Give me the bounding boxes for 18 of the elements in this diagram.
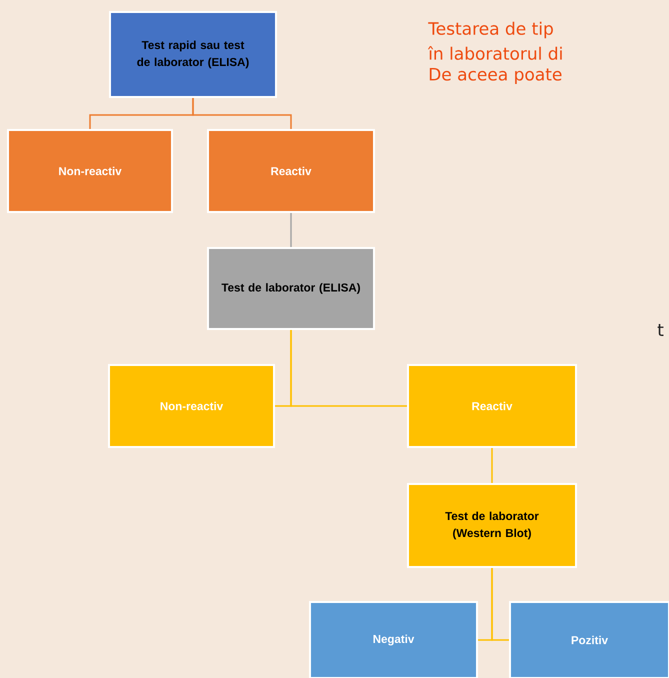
connector-line (491, 448, 493, 483)
connector-line (491, 568, 509, 641)
process-box: Test de laborator (Western Blot) (407, 483, 577, 568)
process-box: Reactiv (407, 364, 577, 448)
process-box: Negativ (309, 601, 478, 678)
process-box: Reactiv (207, 129, 375, 213)
connector-line (290, 213, 292, 247)
process-box: Non-reactiv (7, 129, 173, 213)
connector-line (290, 330, 407, 407)
heading-text: De aceea poate (430, 68, 562, 84)
partial-text: t (658, 324, 664, 336)
heading-text: Testarea de tip (428, 22, 553, 38)
process-box: Test rapid sau test de laborator (ELISA) (109, 11, 277, 98)
process-box: Non-reactiv (108, 364, 275, 448)
process-box: Pozitiv (509, 601, 669, 678)
connector-line (192, 98, 292, 129)
process-box: Test de laborator (ELISA) (207, 247, 375, 330)
heading-text: în laboratorul di (428, 46, 562, 60)
